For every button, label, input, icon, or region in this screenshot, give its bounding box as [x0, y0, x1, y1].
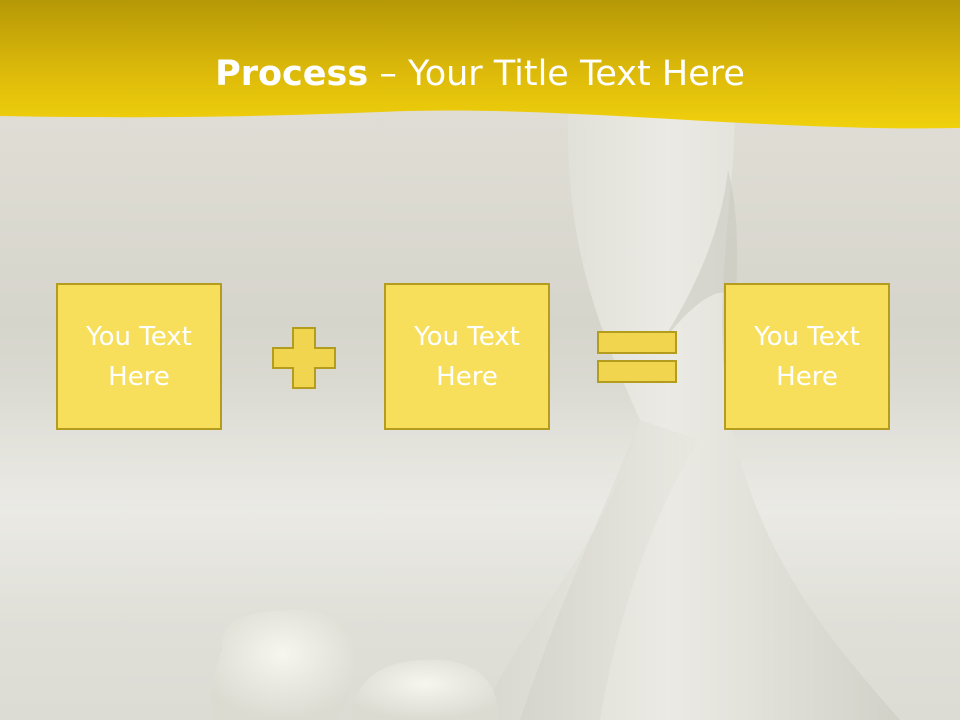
header-band [0, 0, 960, 129]
title-dash: – [379, 54, 397, 94]
process-box-2-text: You Text Here [414, 321, 520, 392]
process-box-2[interactable]: You Text Here [384, 283, 550, 430]
process-box-3-text: You Text Here [754, 321, 860, 392]
process-box-3[interactable]: You Text Here [724, 283, 890, 430]
plus-icon [272, 327, 336, 389]
equals-icon [597, 331, 677, 383]
slide-title: Process – Your Title Text Here [0, 52, 960, 96]
title-rest: Your Title Text Here [407, 54, 745, 94]
title-bold: Process [215, 54, 369, 94]
process-box-1-text: You Text Here [86, 321, 192, 392]
process-box-1[interactable]: You Text Here [56, 283, 222, 430]
